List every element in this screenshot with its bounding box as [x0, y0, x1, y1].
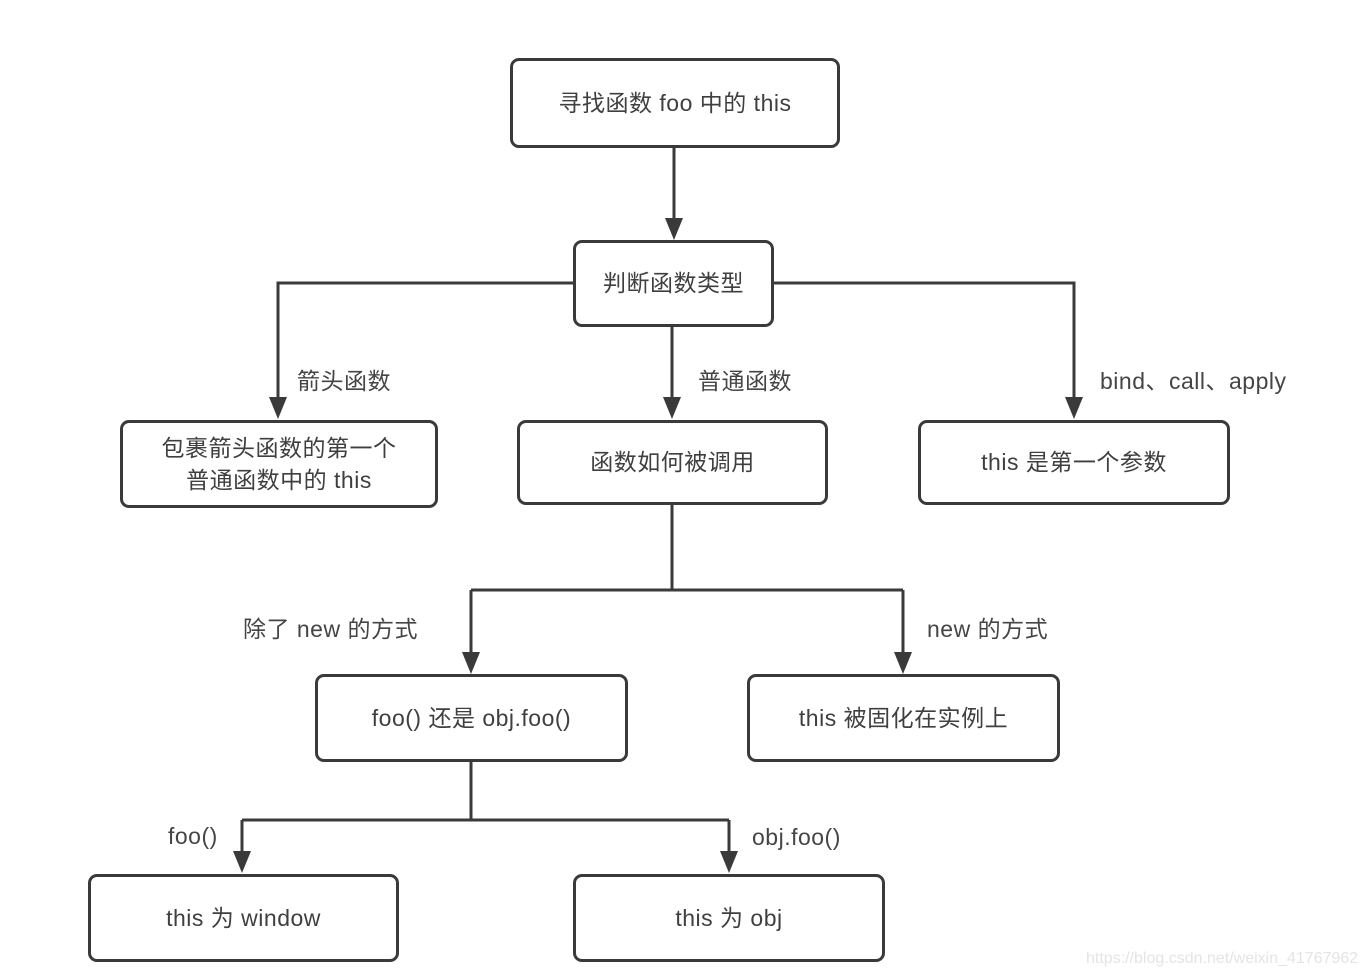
- node-fixed-on-instance-label: this 被固化在实例上: [798, 704, 1009, 731]
- node-fixed-on-instance: this 被固化在实例上: [747, 674, 1060, 762]
- node-foo-or-objfoo: foo() 还是 obj.foo(): [315, 674, 628, 762]
- node-how-called: 函数如何被调用: [517, 420, 828, 505]
- edge-label-normal-function: 普通函数: [698, 368, 792, 394]
- node-find-this: 寻找函数 foo 中的 this: [510, 58, 840, 148]
- node-this-window-label: this 为 window: [166, 904, 321, 931]
- node-this-window: this 为 window: [88, 874, 399, 962]
- watermark-url: https://blog.csdn.net/weixin_41767962: [1086, 950, 1359, 967]
- node-this-obj: this 为 obj: [573, 874, 885, 962]
- node-judge-function-type-label: 判断函数类型: [603, 270, 744, 297]
- edge-label-not-new: 除了 new 的方式: [243, 616, 418, 642]
- node-arrow-function-wrap-line1: 包裹箭头函数的第一个: [161, 434, 397, 461]
- node-judge-function-type: 判断函数类型: [573, 240, 774, 327]
- node-arrow-function-wrap-line2: 普通函数中的 this: [186, 467, 372, 493]
- node-arrow-function-wrap: 包裹箭头函数的第一个 普通函数中的 this: [120, 420, 438, 508]
- edge-label-bind-call-apply: bind、call、apply: [1100, 368, 1287, 394]
- edge-label-foo-call: foo(): [168, 823, 218, 849]
- node-first-param-label: this 是第一个参数: [981, 449, 1167, 476]
- edge-label-obj-foo-call: obj.foo(): [752, 824, 841, 850]
- edge-label-with-new: new 的方式: [927, 616, 1049, 642]
- node-this-obj-label: this 为 obj: [675, 904, 783, 931]
- node-how-called-label: 函数如何被调用: [590, 449, 755, 476]
- edge-label-arrow-function: 箭头函数: [297, 368, 391, 394]
- node-find-this-label: 寻找函数 foo 中的 this: [558, 89, 792, 116]
- node-foo-or-objfoo-label: foo() 还是 obj.foo(): [371, 704, 572, 731]
- node-first-param: this 是第一个参数: [918, 420, 1230, 505]
